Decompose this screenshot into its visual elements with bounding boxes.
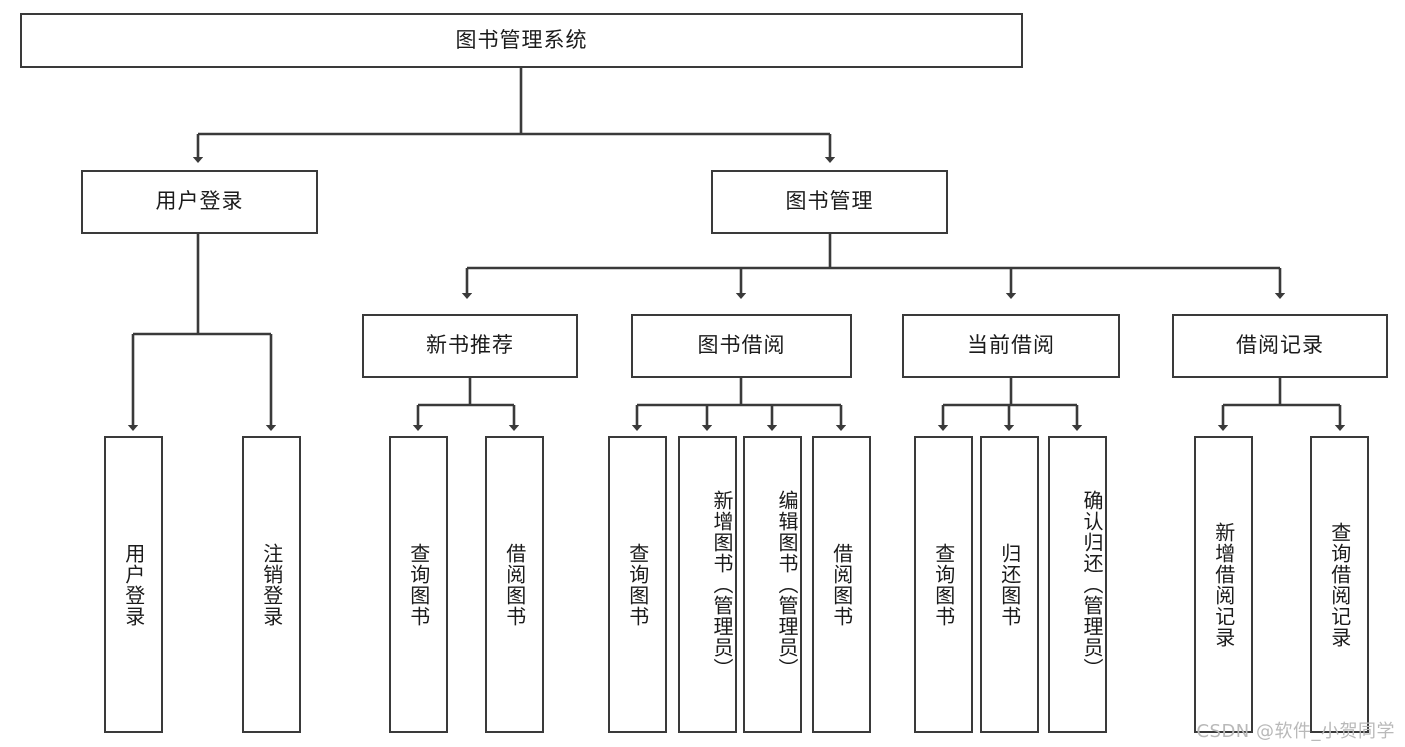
node-label: 新增借阅记录 <box>1211 521 1236 648</box>
node-label: 注销登录 <box>259 542 284 627</box>
node-label: 新书推荐 <box>426 333 514 358</box>
node-label: 编辑图书（管理员） <box>775 490 799 679</box>
node-label: 确认归还（管理员） <box>1080 490 1104 679</box>
node-user-login[interactable]: 用户登录 <box>81 170 318 234</box>
node-label: 借阅记录 <box>1236 333 1324 358</box>
node-label: 借阅图书 <box>502 542 527 627</box>
node-book-borrow[interactable]: 图书借阅 <box>631 314 852 378</box>
node-label: 用户登录 <box>121 542 146 627</box>
watermark-text: CSDN @软件_小贺同学 <box>1196 721 1395 742</box>
node-label: 图书借阅 <box>697 333 786 358</box>
node-label: 用户登录 <box>155 189 244 214</box>
node-label: 新增图书（管理员） <box>710 490 734 679</box>
node-book-management[interactable]: 图书管理 <box>711 170 948 234</box>
node-borrow-record[interactable]: 借阅记录 <box>1172 314 1388 378</box>
node-label: 当前借阅 <box>967 333 1055 358</box>
leaf-return-book[interactable]: 归还图书 <box>980 436 1039 733</box>
leaf-edit-book-admin[interactable]: 编辑图书（管理员） <box>743 436 802 733</box>
node-label: 查询图书 <box>931 542 956 627</box>
node-label: 查询图书 <box>625 542 650 627</box>
leaf-query-book-borrow[interactable]: 查询图书 <box>608 436 667 733</box>
node-label: 查询图书 <box>406 542 431 627</box>
leaf-add-book-admin[interactable]: 新增图书（管理员） <box>678 436 737 733</box>
leaf-query-book-newbook[interactable]: 查询图书 <box>389 436 448 733</box>
node-label: 图书管理系统 <box>455 27 588 52</box>
leaf-borrow-book[interactable]: 借阅图书 <box>812 436 871 733</box>
leaf-add-borrow-record[interactable]: 新增借阅记录 <box>1194 436 1253 733</box>
node-label: 图书管理 <box>785 189 874 214</box>
leaf-borrow-book-newbook[interactable]: 借阅图书 <box>485 436 544 733</box>
leaf-logout[interactable]: 注销登录 <box>242 436 301 733</box>
node-current-borrow[interactable]: 当前借阅 <box>902 314 1120 378</box>
leaf-user-login[interactable]: 用户登录 <box>104 436 163 733</box>
node-root-system[interactable]: 图书管理系统 <box>20 13 1023 68</box>
node-label: 借阅图书 <box>829 542 854 627</box>
node-label: 查询借阅记录 <box>1327 521 1352 648</box>
leaf-query-borrow-record[interactable]: 查询借阅记录 <box>1310 436 1369 733</box>
node-label: 归还图书 <box>997 542 1022 627</box>
leaf-query-book-current[interactable]: 查询图书 <box>914 436 973 733</box>
leaf-confirm-return-admin[interactable]: 确认归还（管理员） <box>1048 436 1107 733</box>
node-new-book-recommend[interactable]: 新书推荐 <box>362 314 578 378</box>
